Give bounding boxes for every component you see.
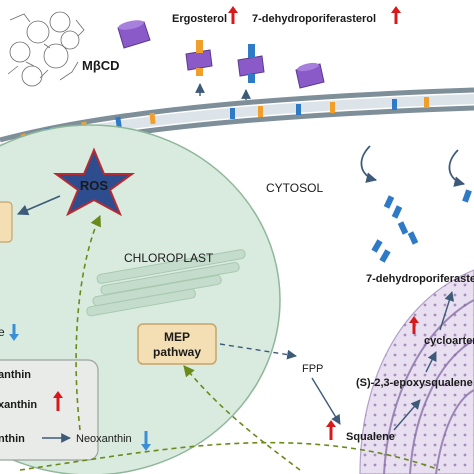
mep-to-fpp-arrow: [219, 343, 297, 360]
er-dehydroporiferasterol: 7-dehydroporiferasterol: [366, 273, 474, 285]
dehydroporiferasterol-top-label: 7-dehydroporiferasterol: [252, 13, 376, 25]
er-cycloartenol: cycloartenol: [424, 335, 474, 347]
ros-label: ROS: [80, 178, 109, 193]
mbcd-label: MβCD: [82, 58, 120, 73]
mbcd-with-dehydroporiferasterol: [237, 44, 265, 83]
ros-star: [52, 147, 136, 217]
chloroplast-label: CHLOROPLAST: [124, 251, 214, 265]
fpp-to-squalene-arrow: [311, 377, 341, 425]
partial-label-e: e: [0, 325, 5, 339]
mep-pathway-line1: MEP: [164, 330, 190, 344]
thylakoid-stacks: [86, 249, 246, 317]
neoxanthin-down-arrow-head: [141, 444, 151, 451]
partial-e-down-arrow-head: [9, 334, 19, 341]
carotenoid-box: [0, 359, 99, 461]
er-epoxysqualene: (S)-2,3-epoxysqualene: [356, 377, 473, 389]
transport-curve-arrow-2: [448, 149, 466, 187]
cycloartenol-to-dehydro-arrow: [439, 291, 455, 331]
partial-label-nthin: nthin: [0, 433, 25, 445]
transport-curve-arrow-1: [360, 145, 378, 183]
green-dashed-arrow-bottom: [19, 441, 441, 471]
cytosol-sterols: [371, 189, 472, 263]
er-squalene: Squalene: [346, 431, 395, 443]
mep-pathway-line2: pathway: [153, 345, 201, 359]
mbcd-structure-drawing: [7, 11, 85, 87]
ros-to-box-arrow: [16, 195, 61, 216]
cycloartenol-up-arrow-head: [409, 316, 419, 323]
mbcd-with-ergosterol: [185, 40, 213, 76]
left-partial-box: [0, 201, 13, 243]
er-region: [359, 269, 474, 474]
squalene-up-arrow-head: [326, 420, 336, 427]
partial-label-anthin: anthin: [0, 369, 31, 381]
squalene-to-epoxy-arrow: [393, 399, 421, 431]
er-fpp: FPP: [302, 363, 323, 375]
mep-pathway-box: [137, 323, 217, 365]
xanthin-up-arrow-head: [53, 391, 63, 398]
cytosol-label: CYTOSOL: [266, 181, 323, 195]
epoxy-to-cycloartenol-arrow: [425, 351, 437, 373]
mbcd-empty-cup: [295, 62, 325, 89]
ergosterol-label: Ergosterol: [172, 13, 227, 25]
dehydroporiferasterol-top-up-arrow-head: [391, 6, 401, 13]
green-dashed-arrow-ros: [75, 214, 101, 431]
mbcd-cup-icon: [117, 20, 151, 49]
green-dashed-arrow-mep: [183, 365, 301, 471]
ergosterol-up-arrow-head: [228, 6, 238, 13]
neoxanthin-label: Neoxanthin: [76, 433, 132, 445]
partial-label-xanthin: xanthin: [0, 399, 37, 411]
